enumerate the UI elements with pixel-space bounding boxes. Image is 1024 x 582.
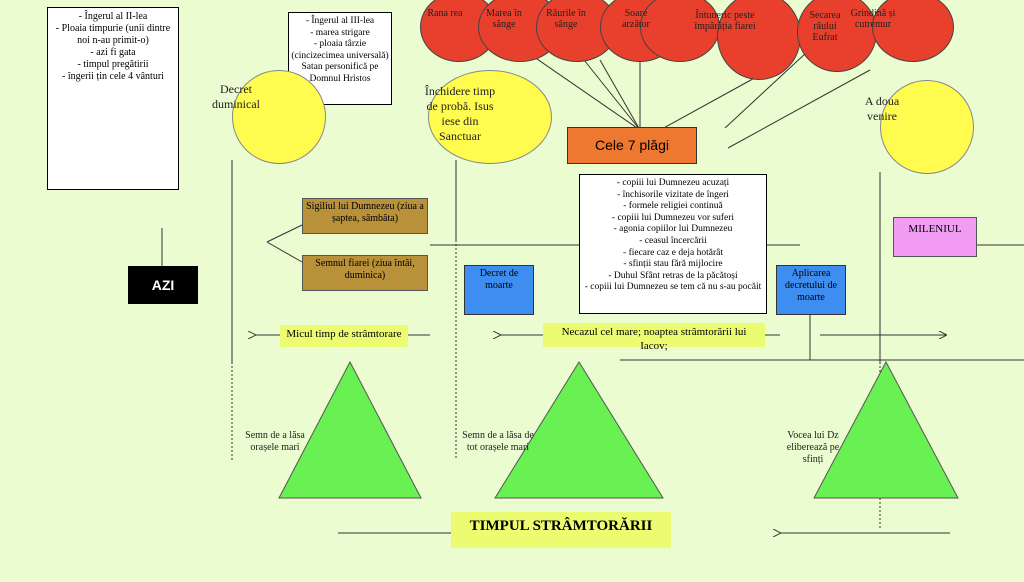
third-angel-item: - ploaia târzie (cincizecimea universală… [291,39,389,61]
plague-label: Secarea râului Eufrat [809,10,841,43]
second-coming-label: A doua venire [864,94,900,123]
plague-period-item: - fiecare caz e deja hotărât [623,247,723,258]
sign1-label: Semn de a lăsa orașele mari [245,430,305,453]
plague-label: Grindină și cutremur [850,8,896,30]
mark-of-beast-label: Semnul fiarei (ziua întâi, duminica) [315,258,415,281]
plague-label: Întuneric peste împărăția fiarei [694,10,756,32]
plague-circle [797,0,877,72]
plague-label: Marea în sânge [486,8,522,30]
plague-circle [872,0,954,62]
seven-plagues-label: Cele 7 plăgi [595,137,669,153]
second-angel-item: - azi fi gata [90,47,136,58]
time-of-trouble-bar: TIMPUL STRÂMTORĂRII [451,512,671,548]
death-decree-box: Decret de moarte [464,265,534,315]
second-angel-item: - Ploaia timpurie (unii dintre noi n-au … [55,23,171,46]
triangle-2 [494,361,664,499]
plague-period-item: - sfinții stau fără mijlocire [623,259,723,270]
second-coming-circle [880,80,974,174]
third-angel-item: Satan personifică pe Domnul Hristos [301,62,379,84]
plague-label: Rana rea [427,8,463,19]
little-time-label: Micul timp de strâmtorare [286,328,402,340]
apply-decree-label: Aplicarea decretului de moarte [785,268,837,303]
triangle-3 [813,360,959,499]
close-probation-circle [428,70,552,164]
voice-label: Vocea lui Dz eliberează pe sfinți [786,430,840,465]
plague-label: Râurile în sânge [546,8,586,30]
mark-of-beast-box: Semnul fiarei (ziua întâi, duminica) [302,255,428,291]
triangle-1 [278,360,422,499]
millennium-box: MILENIUL [893,217,977,257]
sunday-decree-circle [232,70,326,164]
close-probation-label: Închidere timp de probă. Isus iese din S… [424,84,496,143]
plague-period-item: - formele religiei continuă [623,201,723,212]
time-of-trouble-label: TIMPUL STRÂMTORĂRII [469,518,653,534]
seal-of-god-box: Sigiliul lui Dumnezeu (ziua a șaptea, sâ… [302,198,428,234]
second-angel-item: - Îngerul al II-lea [78,11,148,22]
plague-label: Soare arzător [622,8,650,30]
plague-period-item: - copiii lui Dumnezeu acuzați [616,178,730,188]
seal-of-god-label: Sigiliul lui Dumnezeu (ziua a șaptea, sâ… [306,201,424,224]
seven-plagues-box: Cele 7 plăgi [567,127,697,164]
third-angel-item: - marea strigare [310,27,370,38]
plague-period-item: - agonia copiilor lui Dumnezeu [613,224,733,235]
apply-decree-box: Aplicarea decretului de moarte [776,265,846,315]
great-trouble-label: Necazul cel mare; noaptea strâmtorării l… [561,326,747,352]
plague-period-item: - copiii lui Dumnezeu vor suferi [611,212,735,223]
plague-period-item: - copiii lui Dumnezeu se tem că nu s-au … [584,282,762,293]
sign2-label: Semn de a lăsa de tot orașele mari [462,430,534,453]
today-box: AZI [128,266,198,304]
second-angel-item: - îngerii țin cele 4 vânturi [62,71,164,82]
plague-period-item: - Duhul Sfânt retras de la păcătoși [608,270,738,281]
plague-period-box: - copiii lui Dumnezeu acuzați- închisori… [579,174,767,314]
death-decree-label: Decret de moarte [479,268,519,291]
second-angel-box: - Îngerul al II-lea- Ploaia timpurie (un… [47,7,179,190]
sunday-decree-label: Decret duminical [212,82,260,111]
today-label: AZI [151,277,175,293]
second-angel-item: - timpul pregătirii [77,59,149,70]
plague-period-item: - închisorile vizitate de îngeri [617,189,729,200]
third-angel-item: - Îngerul al III-lea [305,16,375,26]
millennium-label: MILENIUL [908,223,962,235]
little-time-bar: Micul timp de strâmtorare [280,325,408,347]
great-trouble-bar: Necazul cel mare; noaptea strâmtorării l… [543,323,765,352]
plague-period-item: - ceasul încercării [639,235,707,246]
